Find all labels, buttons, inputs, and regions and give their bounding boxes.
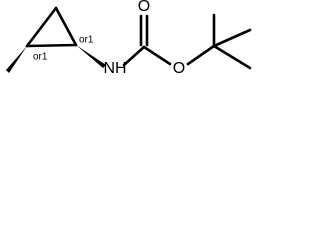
tbutyl-lower-methyl [212, 44, 252, 70]
ring-bond-top [25, 6, 58, 48]
carbonyl-ester-bond [142, 45, 172, 66]
lower-stereo-label: or1 [33, 52, 48, 63]
ring-bond-bottom [25, 43, 78, 48]
cyclopropane-ring [25, 6, 78, 48]
nh-wedge-bond [76, 45, 106, 68]
ester-oxygen-label: O [173, 60, 185, 77]
ester-tbutyl-bond [186, 44, 216, 66]
upper-stereo-label: or1 [79, 35, 94, 46]
methyl-wedge-bond [6, 46, 27, 73]
amide-nitrogen-label: NH [103, 60, 126, 77]
carbamate-chain [122, 13, 252, 70]
chemical-structure: NH O O or1 or1 [6, 0, 252, 77]
tbutyl-right-methyl [212, 28, 252, 48]
n-carbonyl-bond [122, 45, 146, 67]
ring-bond-right [54, 6, 78, 47]
carbonyl-oxygen-label: O [138, 0, 150, 15]
